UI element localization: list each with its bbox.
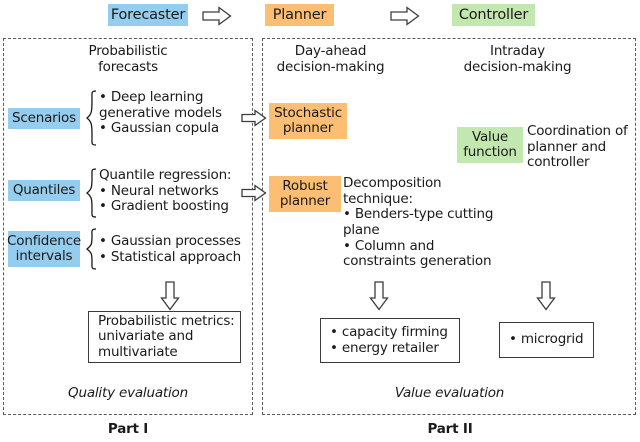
tag-stochastic-planner: Stochastic planner: [269, 103, 347, 139]
part2-heading-right: Intraday decision-making: [463, 43, 572, 75]
down-arrow-icon: [160, 281, 180, 311]
right-arrow-icon: [241, 109, 267, 127]
panel-part-1: [3, 38, 253, 415]
chip-forecaster: Forecaster: [108, 4, 188, 26]
part1-footer: Quality evaluation: [68, 385, 188, 401]
part1-heading: Probabilistic forecasts: [88, 43, 168, 75]
part1-result-box: Probabilistic metrics: univariate and mu…: [88, 311, 241, 363]
part2-heading-left: Day-ahead decision-making: [276, 43, 385, 75]
down-arrow-icon: [536, 281, 556, 311]
chip-controller: Controller: [452, 4, 535, 26]
tag-value-function: Value function: [457, 127, 523, 163]
right-arrow-icon: [241, 184, 267, 202]
tag-confidence-intervals: Confidence intervals: [7, 231, 81, 267]
tag-robust-planner: Robust planner: [269, 176, 341, 212]
panel-part-2: [262, 38, 636, 415]
part1-caption: Part I: [107, 421, 149, 437]
brace-icon: [86, 90, 98, 146]
decomposition-technique-text: Decomposition technique: • Benders-type …: [343, 175, 494, 270]
tag-quantiles: Quantiles: [8, 180, 80, 201]
part1-row-2-items: • Gaussian processes • Statistical appro…: [99, 233, 242, 265]
right-arrow-icon: [390, 6, 420, 26]
part1-result-text: Probabilistic metrics: univariate and mu…: [98, 312, 235, 360]
tag-scenarios: Scenarios: [8, 108, 80, 129]
down-arrow-icon: [369, 281, 389, 311]
part2-footer: Value evaluation: [394, 385, 505, 401]
brace-icon: [86, 168, 98, 218]
part2-result-box-left: • capacity firming • energy retailer: [320, 318, 460, 363]
part1-row-1-items: Quantile regression: • Neural networks •…: [99, 167, 232, 215]
part2-result-left-text: • capacity firming • energy retailer: [330, 323, 448, 356]
part2-result-right-text: • microgrid: [509, 331, 584, 348]
part2-result-box-right: • microgrid: [499, 322, 594, 358]
part2-caption: Part II: [427, 421, 473, 437]
coordination-text: Coordination of planner and controller: [527, 123, 628, 171]
part1-row-0-items: • Deep learning generative models • Gaus…: [99, 89, 222, 137]
chip-planner: Planner: [265, 4, 334, 26]
brace-icon: [86, 228, 98, 270]
right-arrow-icon: [202, 6, 232, 26]
